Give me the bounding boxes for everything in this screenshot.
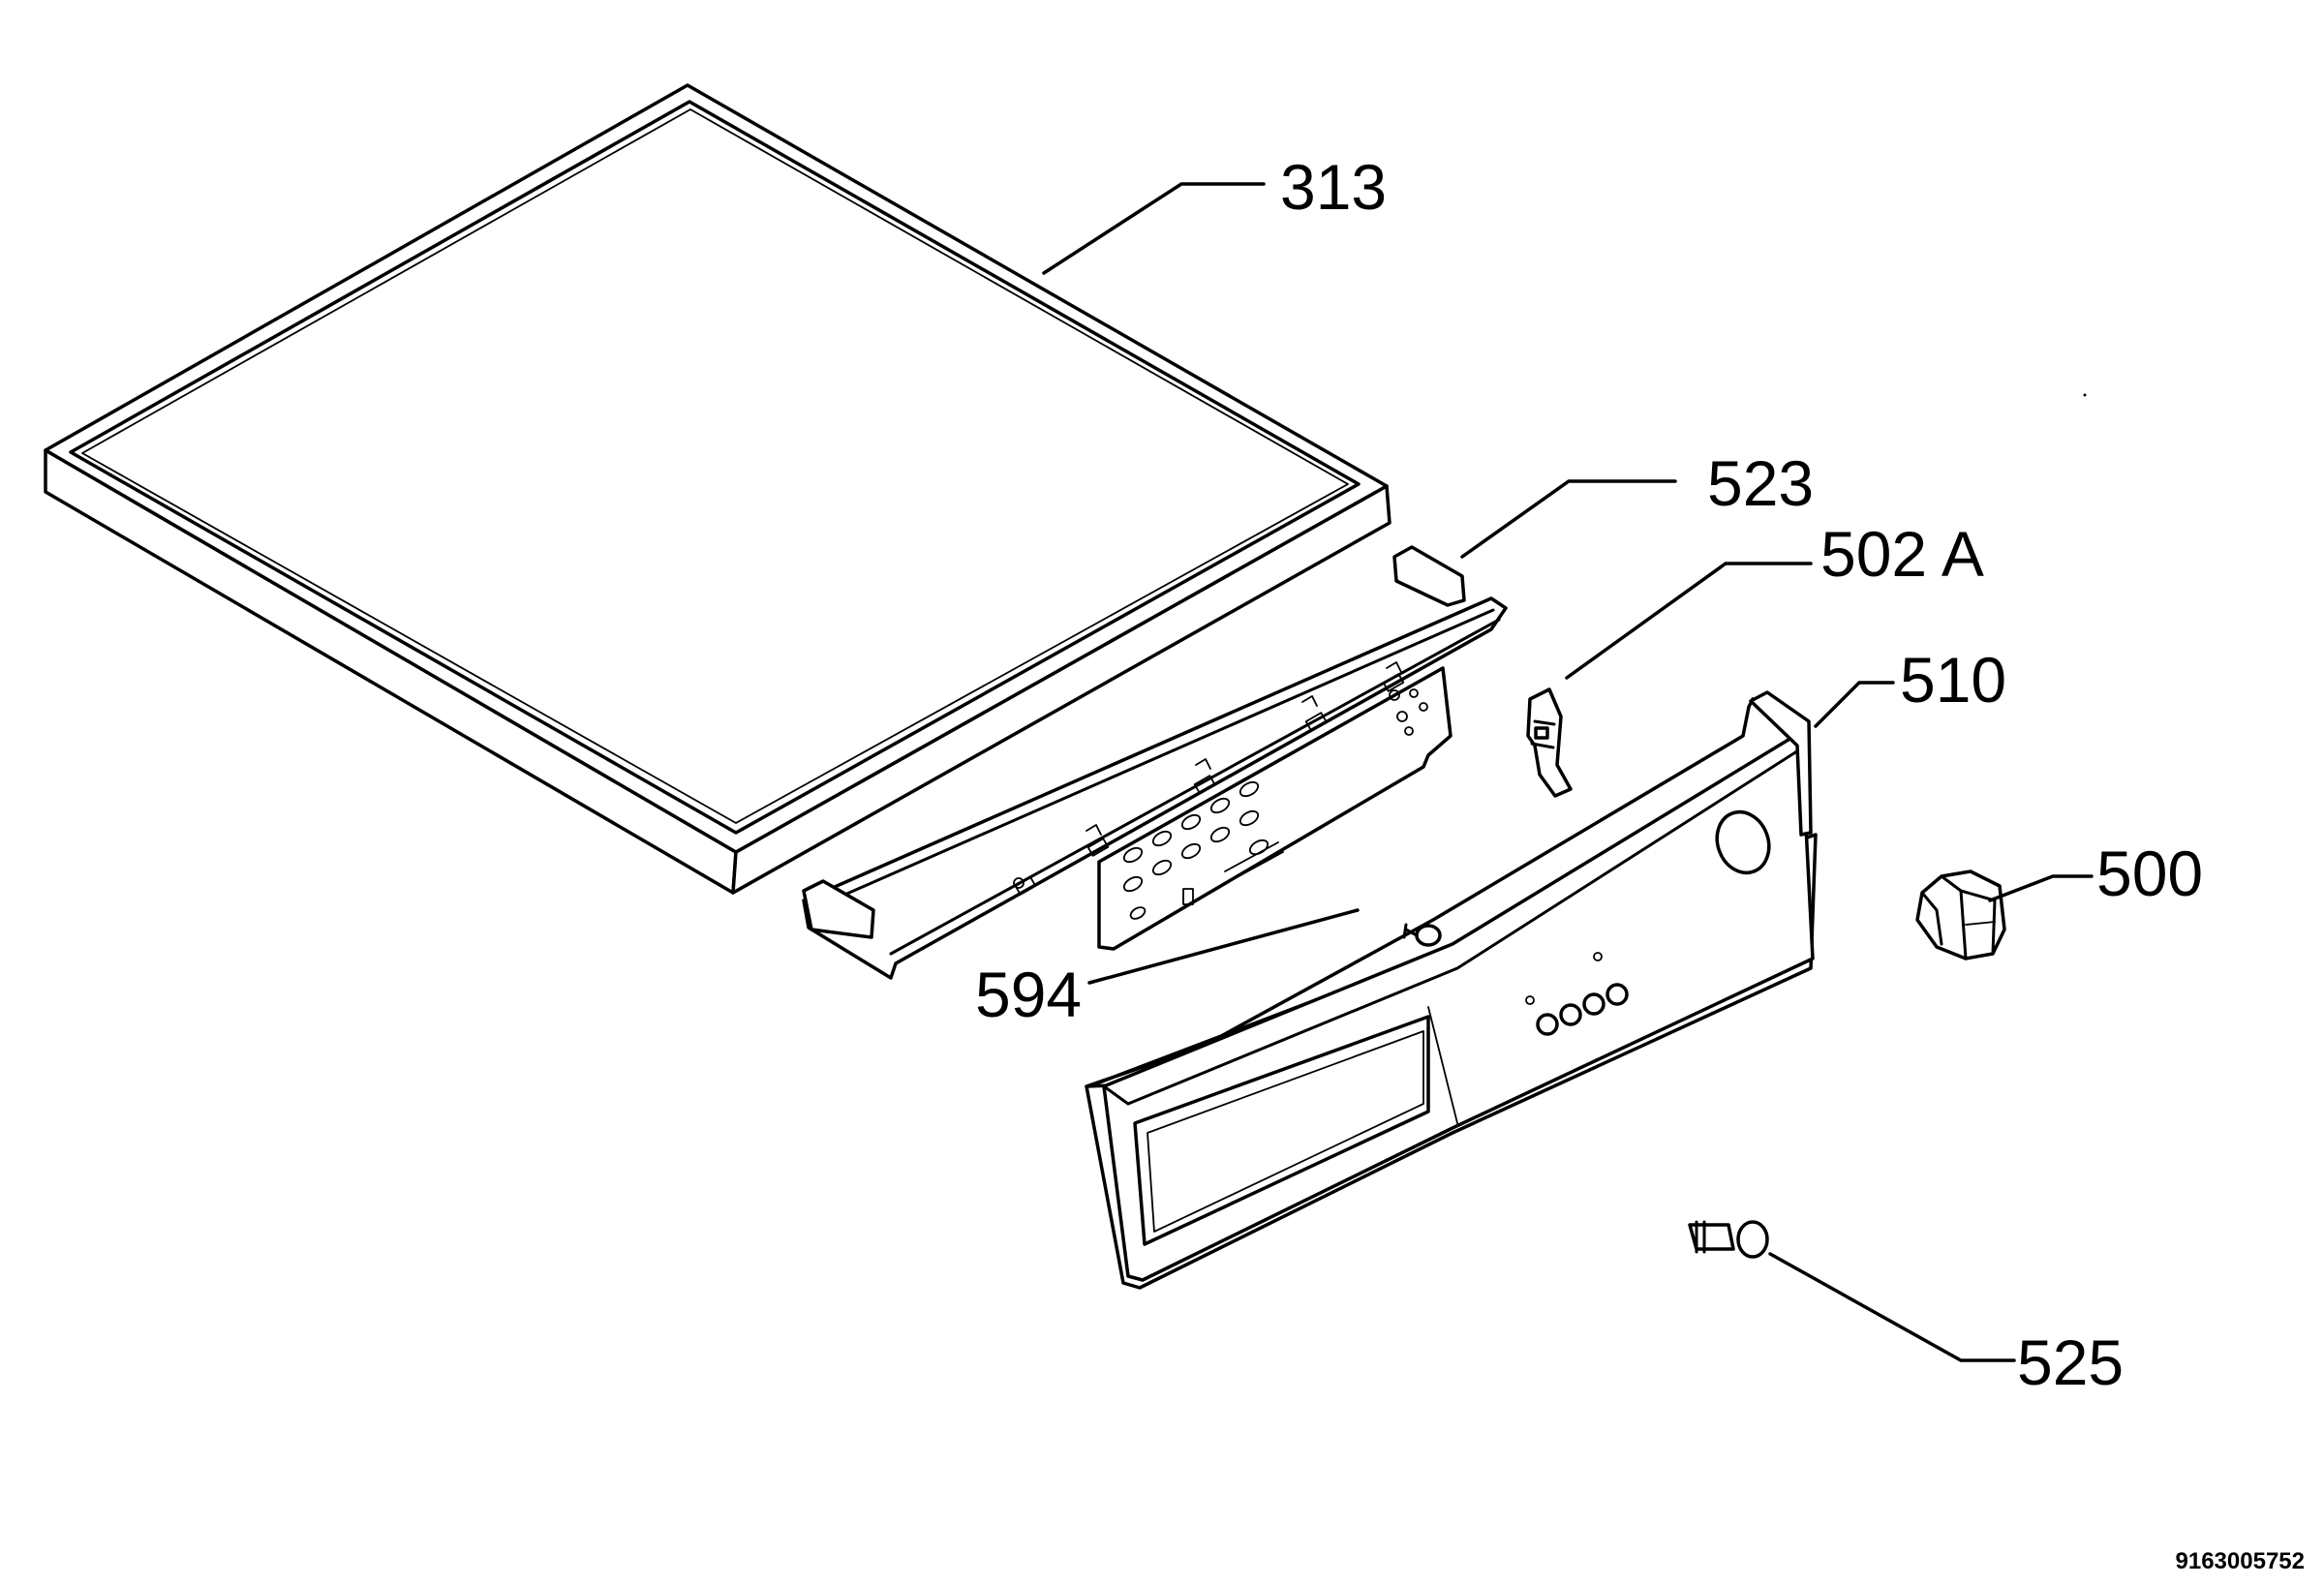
leader-594 — [1087, 908, 1360, 985]
leader-525 — [1768, 1252, 2016, 1362]
part-502A-clip — [1526, 687, 1573, 798]
part-510-control-panel — [1085, 690, 1818, 1290]
stray-mark — [2083, 393, 2087, 397]
part-594-screw — [1402, 923, 1442, 947]
callout-525: 525 — [2017, 1327, 2124, 1398]
leader-313 — [1042, 182, 1266, 275]
callout-594: 594 — [975, 959, 1082, 1030]
part-500-knob — [1915, 869, 2006, 961]
part-525-pin — [1688, 1220, 1769, 1259]
leader-523 — [1460, 479, 1677, 559]
part-523-bracket — [802, 545, 1508, 980]
leader-lines — [1042, 182, 2094, 1362]
leader-510 — [1814, 681, 1895, 728]
callout-510: 510 — [1900, 644, 2006, 716]
callout-500: 500 — [2096, 838, 2203, 909]
callout-523: 523 — [1707, 447, 1814, 519]
part-313-worktop — [44, 83, 1391, 895]
document-number: 9163005752 — [2176, 1548, 2305, 1574]
callout-313: 313 — [1280, 151, 1387, 223]
callout-502A: 502 A — [1820, 518, 1984, 590]
leader-502A — [1565, 562, 1813, 680]
leader-500 — [1988, 874, 2094, 902]
